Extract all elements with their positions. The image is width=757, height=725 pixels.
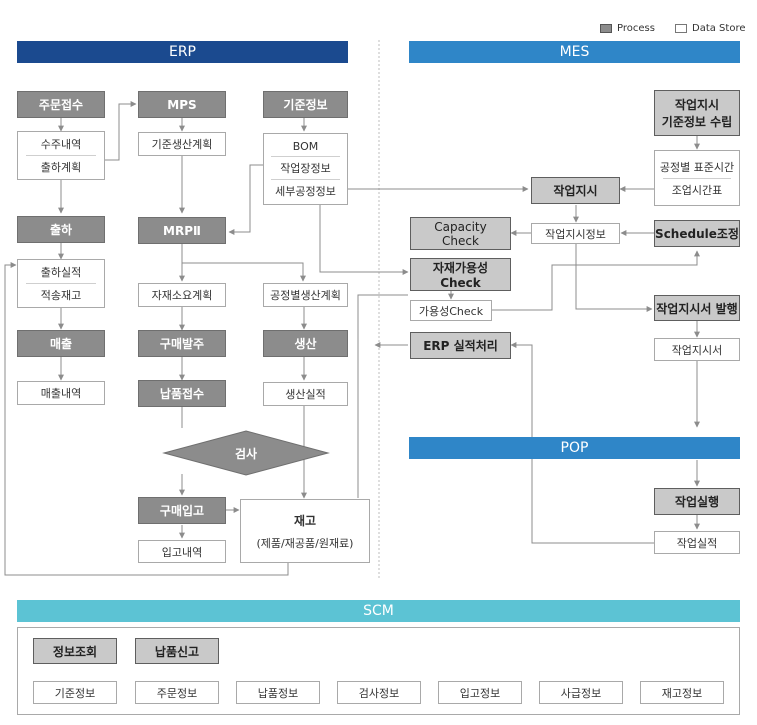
connector	[357, 294, 408, 498]
erp-section-header: ERP	[17, 41, 348, 63]
sales-process: 매출	[17, 330, 105, 357]
shipment-data-store: 출하실적 적송재고	[17, 259, 105, 308]
work-time-table-label: 조업시간표	[671, 183, 723, 197]
availability-check-store: 가용성Check	[410, 300, 492, 321]
production-process: 생산	[263, 330, 348, 357]
shipment-process: 출하	[17, 216, 105, 243]
scm-item-consigned-info[interactable]: 사급정보	[539, 681, 623, 704]
connector	[492, 250, 700, 311]
purchase-order-process: 구매발주	[138, 330, 226, 357]
loaded-stock-label: 적송재고	[40, 289, 82, 302]
connector	[319, 205, 409, 275]
master-data-store: BOM 작업장정보 세부공정정보	[263, 133, 348, 205]
connector	[4, 262, 289, 576]
material-req-plan-store: 자재소요계획	[138, 283, 226, 307]
sales-details-store: 매출내역	[17, 381, 105, 405]
inventory-store: 재고 (제품/재공품/원재료)	[240, 499, 370, 563]
inventory-subtitle: (제품/재공품/원재료)	[256, 536, 354, 550]
scm-item-inspection-info[interactable]: 검사정보	[337, 681, 421, 704]
work-time-data-store: 공정별 표준시간 조업시간표	[654, 150, 740, 206]
inventory-title: 재고	[293, 513, 317, 528]
work-order-info-store: 작업지시정보	[531, 223, 620, 244]
detail-process-info-label: 세부공정정보	[275, 184, 336, 198]
divider	[662, 177, 732, 179]
production-actual-store: 생산실적	[263, 382, 348, 406]
bom-label: BOM	[292, 139, 319, 153]
divider	[271, 178, 340, 180]
receiving-details-store: 입고내역	[138, 540, 226, 563]
schedule-adjust-process: Schedule조정	[654, 220, 740, 247]
scm-item-delivery-info[interactable]: 납품정보	[236, 681, 320, 704]
legend-data-store-label: Data Store	[692, 22, 746, 34]
legend-process-label: Process	[617, 22, 655, 34]
info-inquiry-button[interactable]: 정보조회	[33, 638, 117, 664]
mrp2-process: MRPⅡ	[138, 217, 226, 244]
process-std-time-label: 공정별 표준시간	[659, 160, 735, 174]
work-order-doc-store: 작업지시서	[654, 338, 740, 361]
scm-item-master-info[interactable]: 기준정보	[33, 681, 117, 704]
pop-section-header: POP	[409, 437, 740, 459]
work-order-process: 작업지시	[531, 177, 620, 204]
shipment-actual-label: 출하실적	[40, 266, 82, 279]
work-actual-store: 작업실적	[654, 531, 740, 554]
capacity-check-process: Capacity Check	[410, 217, 511, 250]
legend-process-swatch	[600, 24, 612, 33]
divider	[271, 155, 340, 157]
work-order-issue-process: 작업지시서 발행	[654, 295, 740, 321]
connector	[228, 164, 263, 235]
scm-item-inventory-info[interactable]: 재고정보	[640, 681, 724, 704]
master-info-process: 기준정보	[263, 91, 348, 118]
process-production-plan-store: 공정별생산계획	[263, 283, 348, 307]
work-order-master-process: 작업지시 기준정보 수립	[654, 90, 740, 136]
delivery-report-button[interactable]: 납품신고	[135, 638, 219, 664]
inspection-label: 검사	[234, 446, 258, 461]
purchase-receiving-process: 구매입고	[138, 497, 226, 524]
scm-item-receiving-info[interactable]: 입고정보	[438, 681, 522, 704]
work-execution-process: 작업실행	[654, 488, 740, 515]
scm-section-header: SCM	[17, 600, 740, 622]
order-data-store: 수주내역 출하계획	[17, 131, 105, 180]
legend-data-store-swatch	[675, 24, 687, 33]
base-production-plan-store: 기준생산계획	[138, 132, 226, 156]
order-receipt-process: 주문접수	[17, 91, 105, 118]
connector	[105, 101, 137, 161]
mps-process: MPS	[138, 91, 226, 118]
connector	[182, 262, 306, 282]
scm-item-order-info[interactable]: 주문정보	[135, 681, 219, 704]
delivery-receipt-process: 납품접수	[138, 380, 226, 407]
inspection-diamond	[162, 430, 330, 476]
material-availability-check-process: 자재가용성 Check	[410, 258, 511, 291]
connector	[575, 244, 653, 312]
workplace-info-label: 작업장정보	[280, 161, 331, 175]
shipping-plan-label: 출하계획	[40, 161, 82, 174]
erp-actual-processing-process: ERP 실적처리	[410, 332, 511, 359]
divider	[25, 155, 97, 156]
mes-section-header: MES	[409, 41, 740, 63]
divider	[25, 283, 97, 284]
order-details-label: 수주내역	[40, 138, 82, 151]
